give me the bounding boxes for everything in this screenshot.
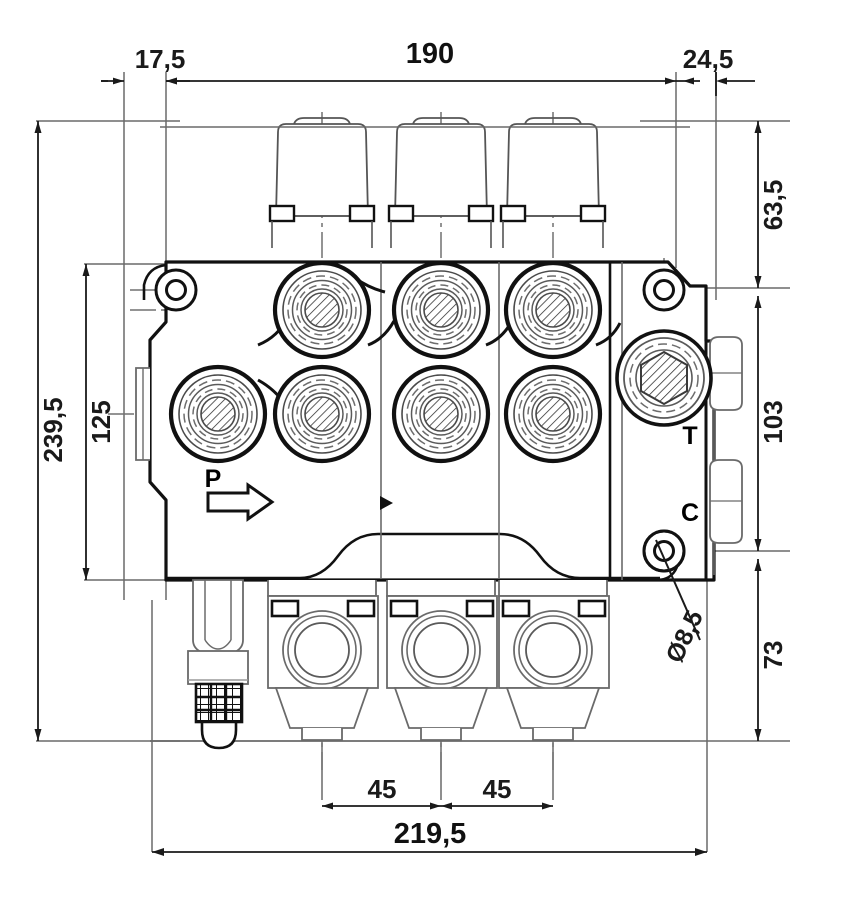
port-label-c: C [681,499,699,527]
relief-valve-assembly [187,579,249,750]
tank-port-boss [615,329,713,427]
dim-left-outer-height: 239,5 [38,397,68,462]
spool-cap-2 [387,117,495,248]
bottom-spool-group [150,580,690,742]
bottom-spool-2 [386,580,498,741]
dim-top-left-offset: 17,5 [135,44,186,74]
dim-right-top-height: 63,5 [758,180,788,231]
mounting-hole-top-left [154,268,198,312]
flow-arrow-icon [206,482,275,522]
mounting-hole-bottom-right [642,529,686,573]
work-port-top-3 [506,263,600,357]
bottom-spool-3 [498,580,610,741]
hole-diameter-leader [655,539,701,641]
dim-bottom-overall: 219,5 [394,818,467,850]
work-port-top-2 [394,263,488,357]
dim-bottom-spacing-1: 45 [368,774,397,804]
port-label-p: P [205,465,222,493]
work-port-bottom-3 [506,367,600,461]
dimension-lines-top [101,72,755,96]
port-label-t: T [682,422,697,450]
dim-top-overall: 190 [406,38,454,70]
mounting-hole-top-right [642,268,686,312]
work-port-bottom-2 [394,367,488,461]
section-marker-icon [380,496,393,510]
dim-top-right-offset: 24,5 [683,44,734,74]
spool-cap-group [160,117,690,248]
dimension-lines-bottom [152,802,707,856]
dim-bottom-spacing-2: 45 [483,774,512,804]
work-port-top-1 [275,263,369,357]
dim-right-mid-height: 103 [758,400,788,443]
dim-left-inner-height: 125 [86,400,116,443]
dimension-lines-right [754,121,762,741]
work-port-bottom-0 [171,367,265,461]
work-port-bottom-1 [275,367,369,461]
bottom-spool-1 [267,580,379,741]
dimension-lines-left [34,121,90,741]
dim-right-bottom-height: 73 [758,641,788,670]
